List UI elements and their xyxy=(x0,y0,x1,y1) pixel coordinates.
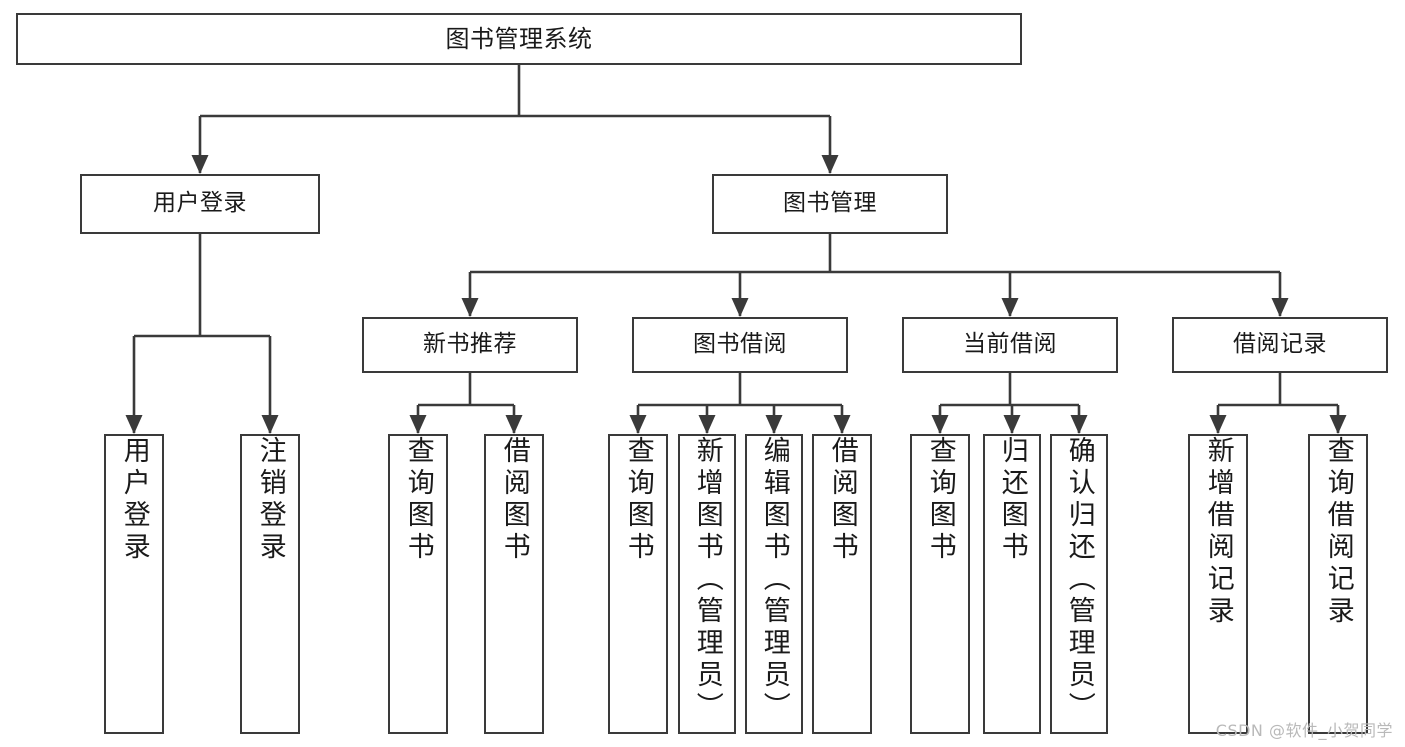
node-label-book-manage: 图书管理 xyxy=(783,190,877,217)
node-leaf-confirm-return[interactable]: 确认归还（管理员） xyxy=(1050,434,1108,734)
node-leaf-query-record[interactable]: 查询借阅记录 xyxy=(1308,434,1368,734)
arrowhead-root-0 xyxy=(191,155,209,174)
node-leaf-user-login[interactable]: 用户登录 xyxy=(104,434,164,734)
arrowhead-book-borrow-3 xyxy=(833,415,851,434)
arrowhead-borrow-record-1 xyxy=(1329,415,1347,434)
node-label-leaf-add-book: 新增图书（管理员） xyxy=(691,436,723,724)
arrowhead-root-1 xyxy=(821,155,839,174)
node-leaf-add-book[interactable]: 新增图书（管理员） xyxy=(678,434,736,734)
node-new-book-rec[interactable]: 新书推荐 xyxy=(362,317,578,373)
node-user-login[interactable]: 用户登录 xyxy=(80,174,320,234)
arrowhead-current-borrow-0 xyxy=(931,415,949,434)
node-label-leaf-borrow-book-2: 借阅图书 xyxy=(826,436,858,564)
arrowhead-book-manage-0 xyxy=(461,298,479,317)
node-leaf-user-logout[interactable]: 注销登录 xyxy=(240,434,300,734)
node-label-leaf-edit-book: 编辑图书（管理员） xyxy=(758,436,790,724)
node-leaf-return-book[interactable]: 归还图书 xyxy=(983,434,1041,734)
node-label-leaf-query-book-3: 查询图书 xyxy=(924,436,956,564)
arrowhead-borrow-record-0 xyxy=(1209,415,1227,434)
node-leaf-query-book-1[interactable]: 查询图书 xyxy=(388,434,448,734)
node-label-root: 图书管理系统 xyxy=(445,24,593,53)
node-label-current-borrow: 当前借阅 xyxy=(963,331,1057,358)
node-label-new-book-rec: 新书推荐 xyxy=(423,331,517,358)
node-label-borrow-record: 借阅记录 xyxy=(1233,331,1327,358)
arrowhead-book-manage-2 xyxy=(1001,298,1019,317)
node-label-leaf-query-record: 查询借阅记录 xyxy=(1322,436,1354,628)
node-label-book-borrow: 图书借阅 xyxy=(693,331,787,358)
node-leaf-edit-book[interactable]: 编辑图书（管理员） xyxy=(745,434,803,734)
node-label-leaf-user-logout: 注销登录 xyxy=(254,436,286,564)
node-label-leaf-query-book-2: 查询图书 xyxy=(622,436,654,564)
node-leaf-query-book-3[interactable]: 查询图书 xyxy=(910,434,970,734)
node-label-leaf-query-book-1: 查询图书 xyxy=(402,436,434,564)
arrowhead-book-borrow-1 xyxy=(698,415,716,434)
arrowhead-current-borrow-2 xyxy=(1070,415,1088,434)
arrowhead-new-book-rec-1 xyxy=(505,415,523,434)
node-label-leaf-confirm-return: 确认归还（管理员） xyxy=(1063,436,1095,724)
arrowhead-new-book-rec-0 xyxy=(409,415,427,434)
node-label-user-login: 用户登录 xyxy=(153,190,247,217)
arrowhead-book-manage-3 xyxy=(1271,298,1289,317)
csdn-watermark: CSDN @软件_小贺同学 xyxy=(1215,721,1393,740)
arrowhead-current-borrow-1 xyxy=(1003,415,1021,434)
arrowhead-user-login-1 xyxy=(261,415,279,434)
node-current-borrow[interactable]: 当前借阅 xyxy=(902,317,1118,373)
node-root[interactable]: 图书管理系统 xyxy=(16,13,1022,65)
node-leaf-borrow-book-2[interactable]: 借阅图书 xyxy=(812,434,872,734)
node-label-leaf-add-record: 新增借阅记录 xyxy=(1202,436,1234,628)
node-label-leaf-borrow-book-1: 借阅图书 xyxy=(498,436,530,564)
node-label-leaf-user-login: 用户登录 xyxy=(118,436,150,564)
node-borrow-record[interactable]: 借阅记录 xyxy=(1172,317,1388,373)
node-leaf-add-record[interactable]: 新增借阅记录 xyxy=(1188,434,1248,734)
arrowhead-book-borrow-0 xyxy=(629,415,647,434)
arrowhead-user-login-0 xyxy=(125,415,143,434)
node-leaf-borrow-book-1[interactable]: 借阅图书 xyxy=(484,434,544,734)
arrowhead-book-borrow-2 xyxy=(765,415,783,434)
node-leaf-query-book-2[interactable]: 查询图书 xyxy=(608,434,668,734)
arrowhead-book-manage-1 xyxy=(731,298,749,317)
node-book-borrow[interactable]: 图书借阅 xyxy=(632,317,848,373)
node-label-leaf-return-book: 归还图书 xyxy=(996,436,1028,564)
node-book-manage[interactable]: 图书管理 xyxy=(712,174,948,234)
